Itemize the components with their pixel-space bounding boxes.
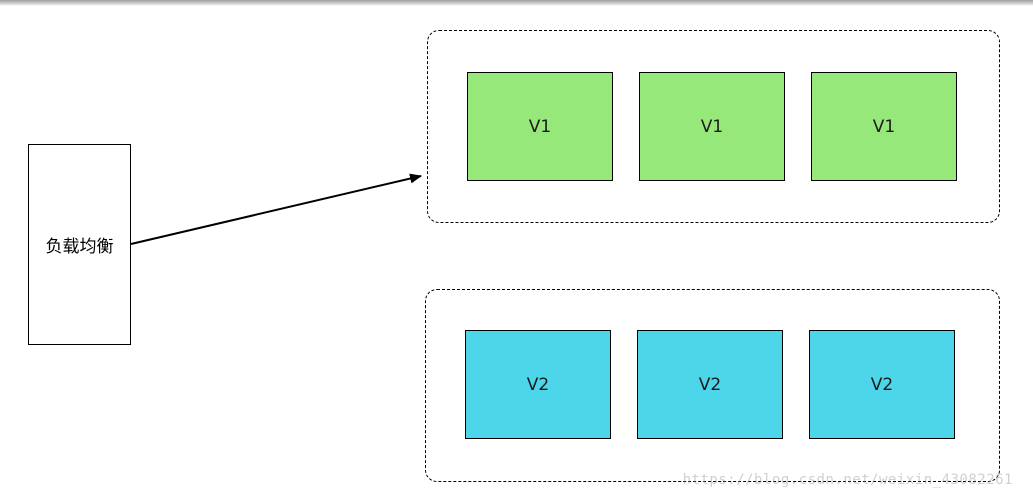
- top-border: [0, 0, 1033, 6]
- watermark-text: https://blog.csdn.net/weixin_43082261: [682, 472, 1013, 488]
- v1-instance-node[interactable]: V1: [811, 72, 957, 181]
- node-label: V2: [870, 374, 894, 395]
- v2-instance-node[interactable]: V2: [637, 330, 783, 439]
- node-label: V1: [700, 116, 724, 137]
- v2-instance-node[interactable]: V2: [465, 330, 611, 439]
- load-balancer-node[interactable]: 负载均衡: [28, 144, 131, 345]
- v2-instance-node[interactable]: V2: [809, 330, 955, 439]
- node-label: V1: [872, 116, 896, 137]
- v1-instance-node[interactable]: V1: [639, 72, 785, 181]
- node-label: V1: [528, 116, 552, 137]
- load-balancer-label: 负载均衡: [45, 237, 114, 256]
- node-label: V2: [526, 374, 550, 395]
- v1-instance-node[interactable]: V1: [467, 72, 613, 181]
- node-label: V2: [698, 374, 722, 395]
